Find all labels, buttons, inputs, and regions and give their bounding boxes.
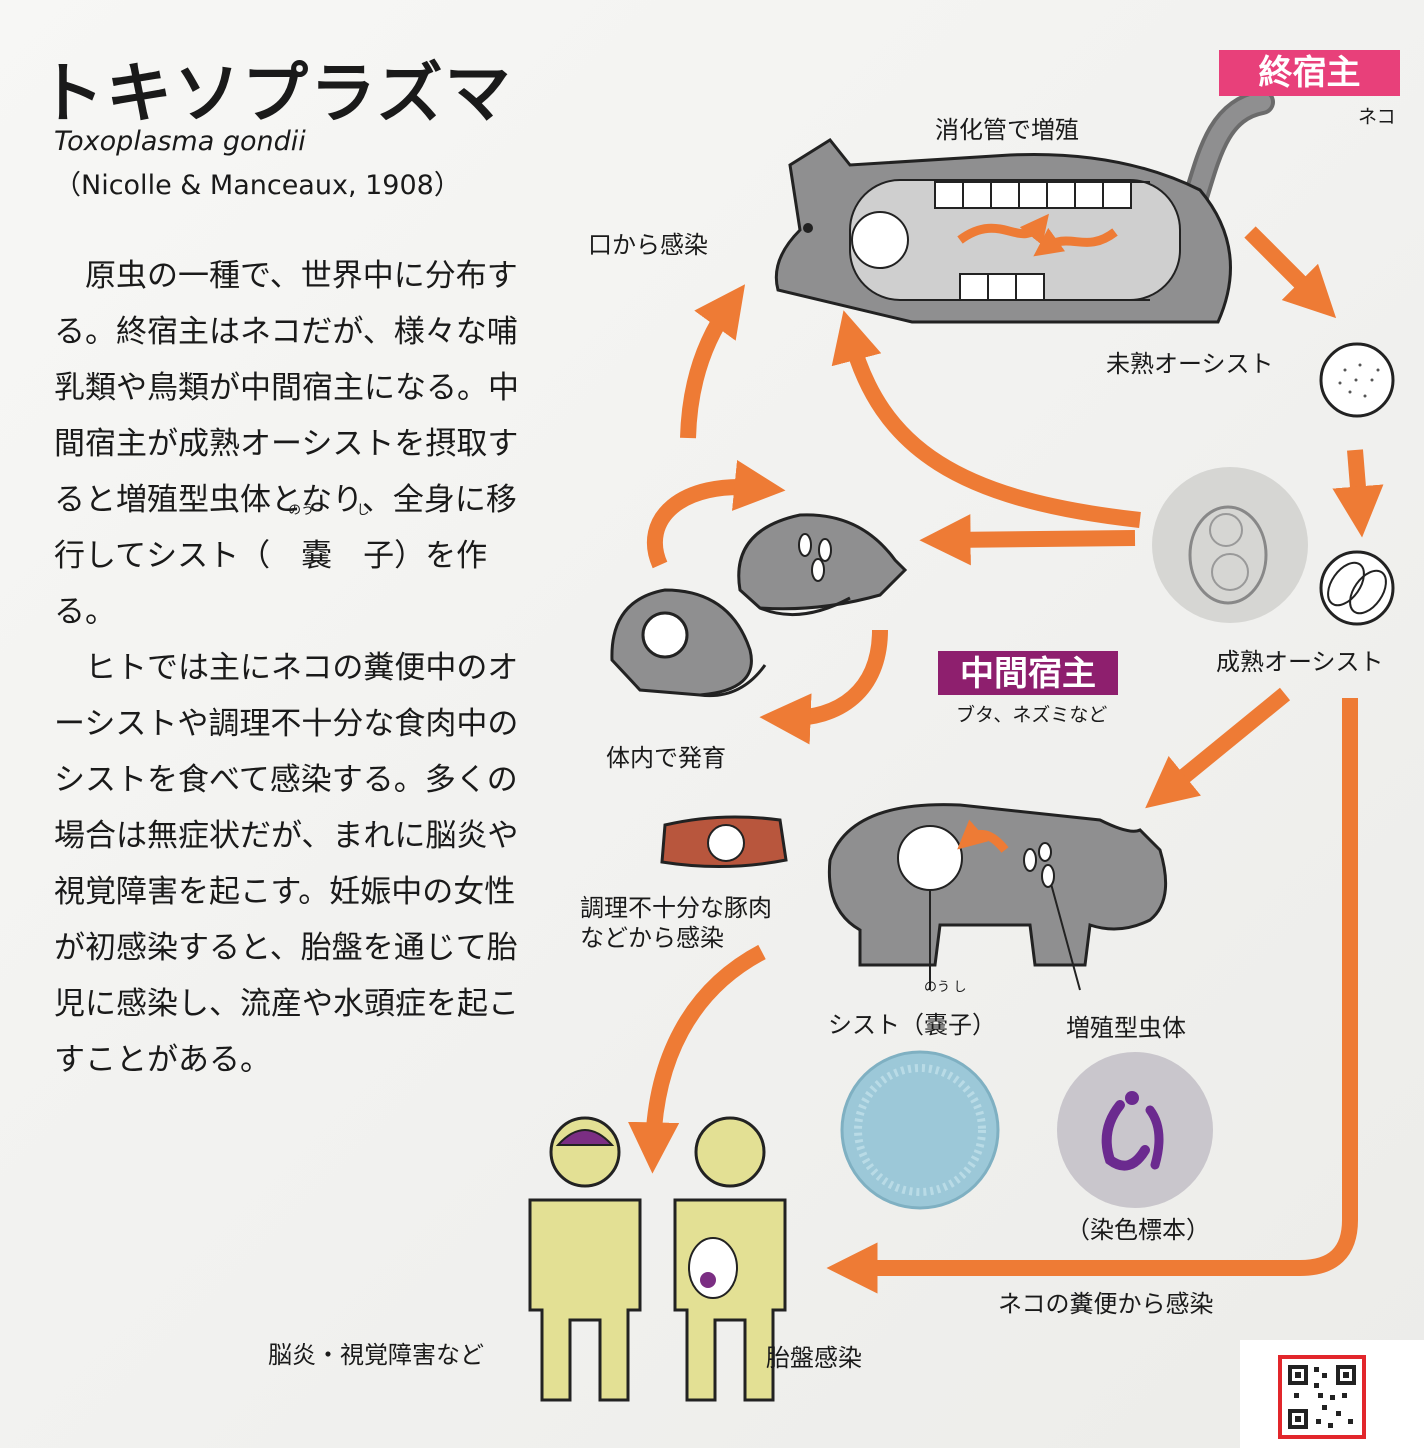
arrow-rat-down (759, 629, 888, 745)
page-title: トキソプラズマ (38, 55, 513, 132)
qr-code[interactable] (1278, 1355, 1366, 1439)
brain-icon (555, 1129, 615, 1146)
arrow-rat-up (647, 459, 786, 569)
cat-illustration (774, 89, 1275, 324)
human-illustration (528, 1116, 787, 1402)
label-encephalitis: 脳炎・視覚障害など (268, 1341, 484, 1369)
label-gut: 消化管で増殖 (935, 116, 1079, 144)
label-pork-1: 調理不十分な豚肉 (580, 894, 772, 922)
cycle-arrows (627, 226, 1384, 1294)
intermediate-host-sub: ブタ、ネズミなど (956, 704, 1108, 726)
fetus-icon (688, 1237, 738, 1299)
description-paragraph-2: ヒトでは主にネコの糞便中のオーシストや調理不十分な食肉中のシストを食べて感染する… (54, 650, 519, 1078)
arrow-immature-to-mature (1332, 449, 1384, 538)
scientific-name: Toxoplasma gondii (54, 126, 306, 157)
authority: （Nicolle & Manceaux, 1908） (54, 170, 461, 201)
label-oral: 口から感染 (588, 231, 708, 259)
label-develop: 体内で発育 (606, 744, 726, 772)
arrow-oocyst-to-pig (1145, 687, 1291, 809)
arrow-pork-to-human (627, 944, 766, 1174)
label-mature-oocyst: 成熟オーシスト (1216, 648, 1384, 676)
label-feces: ネコの糞便から感染 (998, 1290, 1214, 1318)
ruby-cyst-shi: し子 (948, 980, 972, 1039)
definitive-host-badge: 終宿主 (1219, 50, 1400, 96)
arrow-oocyst-to-rat (919, 514, 1136, 566)
ruby-shi: し子 (356, 503, 395, 574)
definitive-host-sub: ネコ (1358, 106, 1396, 128)
intermediate-host-badge: 中間宿主 (938, 651, 1118, 695)
qr-code-icon (1288, 1365, 1356, 1429)
arrow-oocyst-to-cat (831, 310, 1141, 528)
label-cyst: シスト（のう嚢し子） (828, 980, 996, 1039)
description-text: 原虫の一種で、世界中に分布する。終宿主はネコだが、様々な哺乳類や鳥類が中間宿主に… (54, 248, 522, 1088)
arrow-oral-up (680, 284, 746, 439)
stain-micrograph (1057, 1052, 1213, 1208)
label-stain: （染色標本） (1066, 1216, 1210, 1244)
arrow-cat-to-immature (1244, 226, 1337, 319)
cyst-micrograph (840, 1050, 1000, 1210)
label-immature-oocyst: 未熟オーシスト (1106, 350, 1274, 378)
ruby-cyst-nou: のう嚢 (924, 980, 951, 1039)
arrow-feces-to-human (826, 698, 1358, 1294)
rat-illustration (610, 513, 908, 698)
label-placenta: 胎盤感染 (766, 1344, 862, 1372)
description-paragraph-1: 原虫の一種で、世界中に分布する。終宿主はネコだが、様々な哺乳類や鳥類が中間宿主に… (54, 258, 519, 630)
pork-illustration (660, 815, 788, 869)
label-tachyzoite: 増殖型虫体 (1066, 1014, 1186, 1042)
ruby-nou: のう嚢 (288, 503, 333, 574)
pig-illustration (827, 803, 1168, 991)
label-pork-2: などから感染 (580, 924, 724, 952)
